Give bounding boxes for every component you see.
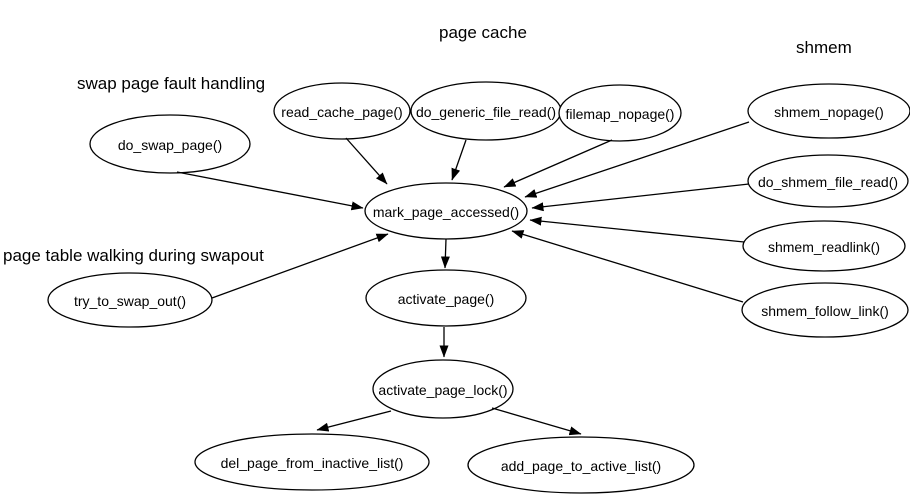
node-label-mark_page_accessed: mark_page_accessed() [373,204,519,220]
node-label-shmem_follow_link: shmem_follow_link() [761,303,889,319]
section-label-shmem: shmem [796,38,852,57]
node-label-activate_page: activate_page() [398,291,495,307]
section-label-page-table-walking: page table walking during swapout [3,246,264,265]
node-filemap_nopage [558,84,682,142]
nodes-layer: do_swap_page() read_cache_page() do_generi… [47,81,910,494]
edge-do_shmem_file_read-to-mark_page_accessed [531,183,750,212]
node-del_page_from_inactive_list [194,433,430,491]
node-activate_page [365,269,527,327]
edge-read_cache_page-to-mark_page_accessed [345,137,388,185]
node-add_page_to_active_list [467,436,695,494]
node-do_shmem_file_read [747,154,909,208]
node-label-shmem_nopage: shmem_nopage() [774,104,884,120]
node-label-activate_page_lock: activate_page_lock() [378,382,507,398]
node-label-try_to_swap_out: try_to_swap_out() [74,293,186,309]
node-label-do_generic_file_read: do_generic_file_read() [416,104,556,120]
edge-filemap_nopage-to-mark_page_accessed [503,139,613,188]
edge-do_swap_page-to-mark_page_accessed [176,171,364,211]
node-label-do_shmem_file_read: do_shmem_file_read() [758,174,898,190]
node-shmem_nopage [747,83,910,139]
edge-shmem_nopage-to-mark_page_accessed [524,121,750,198]
node-shmem_readlink [742,220,906,272]
edge-shmem_follow_link-to-mark_page_accessed [511,230,744,303]
section-label-page-cache: page cache [439,23,527,42]
edge-activate_page_lock-to-add_page_to_active_list [491,407,582,436]
node-label-shmem_readlink: shmem_readlink() [768,239,880,255]
node-label-filemap_nopage: filemap_nopage() [566,106,675,122]
node-activate_page_lock [372,359,514,419]
node-read_cache_page [273,82,411,140]
edges-layer [176,121,750,436]
edge-try_to_swap_out-to-mark_page_accessed [211,233,389,299]
node-label-read_cache_page: read_cache_page() [281,104,402,120]
node-do_swap_page [89,114,251,174]
edge-do_generic_file_read-to-mark_page_accessed [451,139,467,181]
edge-shmem_readlink-to-mark_page_accessed [529,216,745,243]
node-try_to_swap_out [47,272,213,328]
edge-mark_page_accessed-to-activate_page [440,238,450,269]
section-label-swap-page-fault-handling: swap page fault handling [77,74,266,93]
node-shmem_follow_link [741,282,909,338]
edge-activate_page_lock-to-del_page_from_inactive_list [316,410,392,432]
node-label-add_page_to_active_list: add_page_to_active_list() [501,458,661,474]
node-label-del_page_from_inactive_list: del_page_from_inactive_list() [221,455,404,471]
node-label-do_swap_page: do_swap_page() [118,137,222,153]
